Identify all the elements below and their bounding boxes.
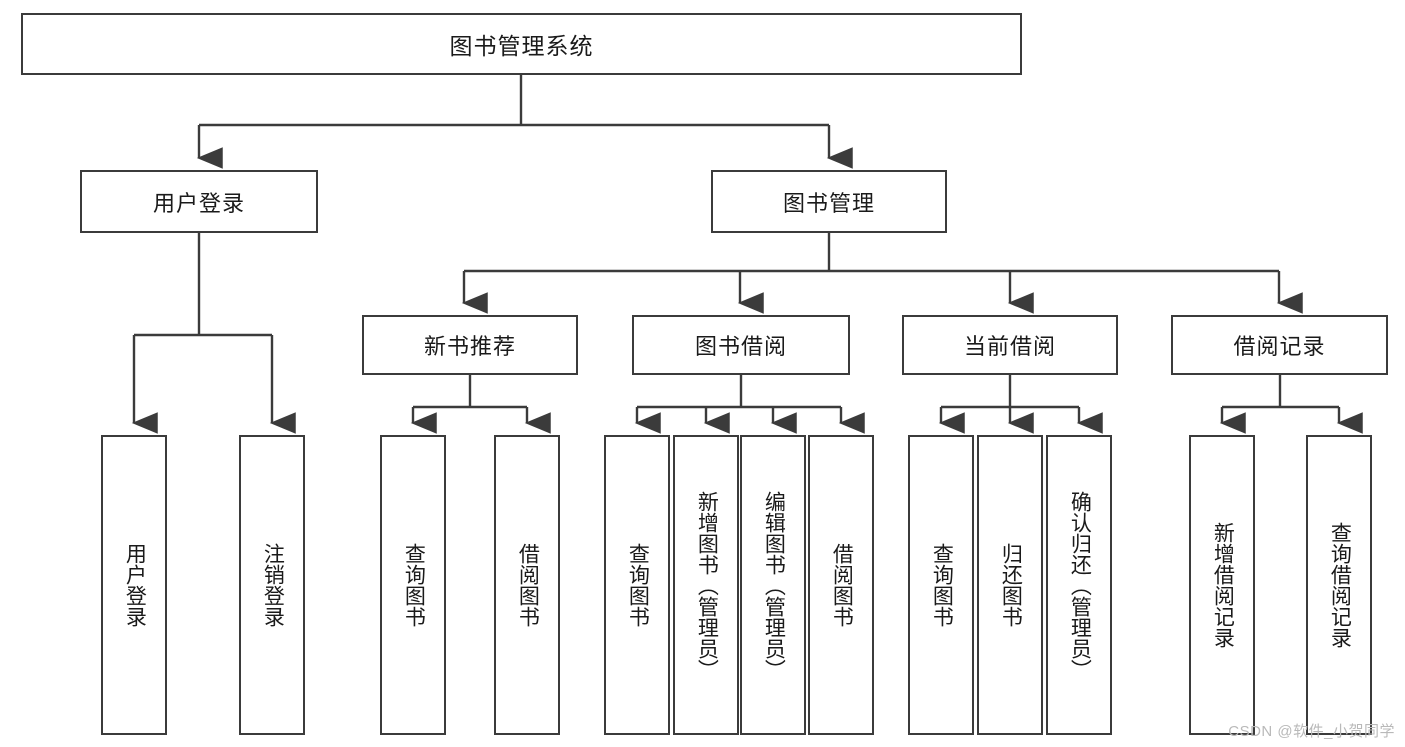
node-book-borrow-label: 图书借阅 <box>694 334 787 359</box>
node-borrow-record[interactable]: 借阅记录 <box>1171 315 1388 375</box>
node-leaf-return-book-label: 归还图书 <box>999 543 1023 627</box>
node-leaf-logout[interactable]: 注销登录 <box>239 435 305 735</box>
node-book-manage-label: 图书管理 <box>782 190 875 216</box>
node-leaf-add-book-label: 新增图书（管理员） <box>695 490 719 680</box>
node-leaf-logout-label: 注销登录 <box>261 543 285 627</box>
node-leaf-query-book-1[interactable]: 查询图书 <box>380 435 446 735</box>
node-leaf-add-book[interactable]: 新增图书（管理员） <box>673 435 739 735</box>
node-leaf-user-login-label: 用户登录 <box>123 543 147 627</box>
node-leaf-borrow-book-2[interactable]: 借阅图书 <box>808 435 874 735</box>
node-leaf-add-record-label: 新增借阅记录 <box>1211 522 1235 648</box>
node-leaf-edit-book[interactable]: 编辑图书（管理员） <box>740 435 806 735</box>
node-user-login[interactable]: 用户登录 <box>80 170 318 233</box>
node-leaf-query-record[interactable]: 查询借阅记录 <box>1306 435 1372 735</box>
node-book-manage[interactable]: 图书管理 <box>711 170 947 233</box>
node-current-borrow[interactable]: 当前借阅 <box>902 315 1118 375</box>
node-leaf-return-book[interactable]: 归还图书 <box>977 435 1043 735</box>
node-current-borrow-label: 当前借阅 <box>963 334 1056 359</box>
node-root-label: 图书管理系统 <box>449 33 594 59</box>
node-leaf-query-book-2[interactable]: 查询图书 <box>604 435 670 735</box>
node-leaf-edit-book-label: 编辑图书（管理员） <box>762 490 786 680</box>
node-leaf-confirm-return-label: 确认归还（管理员） <box>1068 490 1092 680</box>
node-leaf-query-book-2-label: 查询图书 <box>626 543 650 627</box>
node-leaf-user-login[interactable]: 用户登录 <box>101 435 167 735</box>
node-leaf-borrow-book-1[interactable]: 借阅图书 <box>494 435 560 735</box>
node-leaf-add-record[interactable]: 新增借阅记录 <box>1189 435 1255 735</box>
node-leaf-query-book-3-label: 查询图书 <box>930 543 954 627</box>
node-user-login-label: 用户登录 <box>152 190 245 216</box>
node-leaf-confirm-return[interactable]: 确认归还（管理员） <box>1046 435 1112 735</box>
node-leaf-borrow-book-1-label: 借阅图书 <box>516 543 540 627</box>
node-leaf-query-book-1-label: 查询图书 <box>402 543 426 627</box>
node-leaf-query-record-label: 查询借阅记录 <box>1328 522 1352 648</box>
csdn-watermark: CSDN @软件_小贺同学 <box>1228 723 1395 740</box>
node-leaf-borrow-book-2-label: 借阅图书 <box>830 543 854 627</box>
node-new-book-recommend[interactable]: 新书推荐 <box>362 315 578 375</box>
node-root[interactable]: 图书管理系统 <box>21 13 1022 75</box>
node-book-borrow[interactable]: 图书借阅 <box>632 315 850 375</box>
node-new-book-recommend-label: 新书推荐 <box>423 334 516 359</box>
node-leaf-query-book-3[interactable]: 查询图书 <box>908 435 974 735</box>
node-borrow-record-label: 借阅记录 <box>1233 334 1326 359</box>
